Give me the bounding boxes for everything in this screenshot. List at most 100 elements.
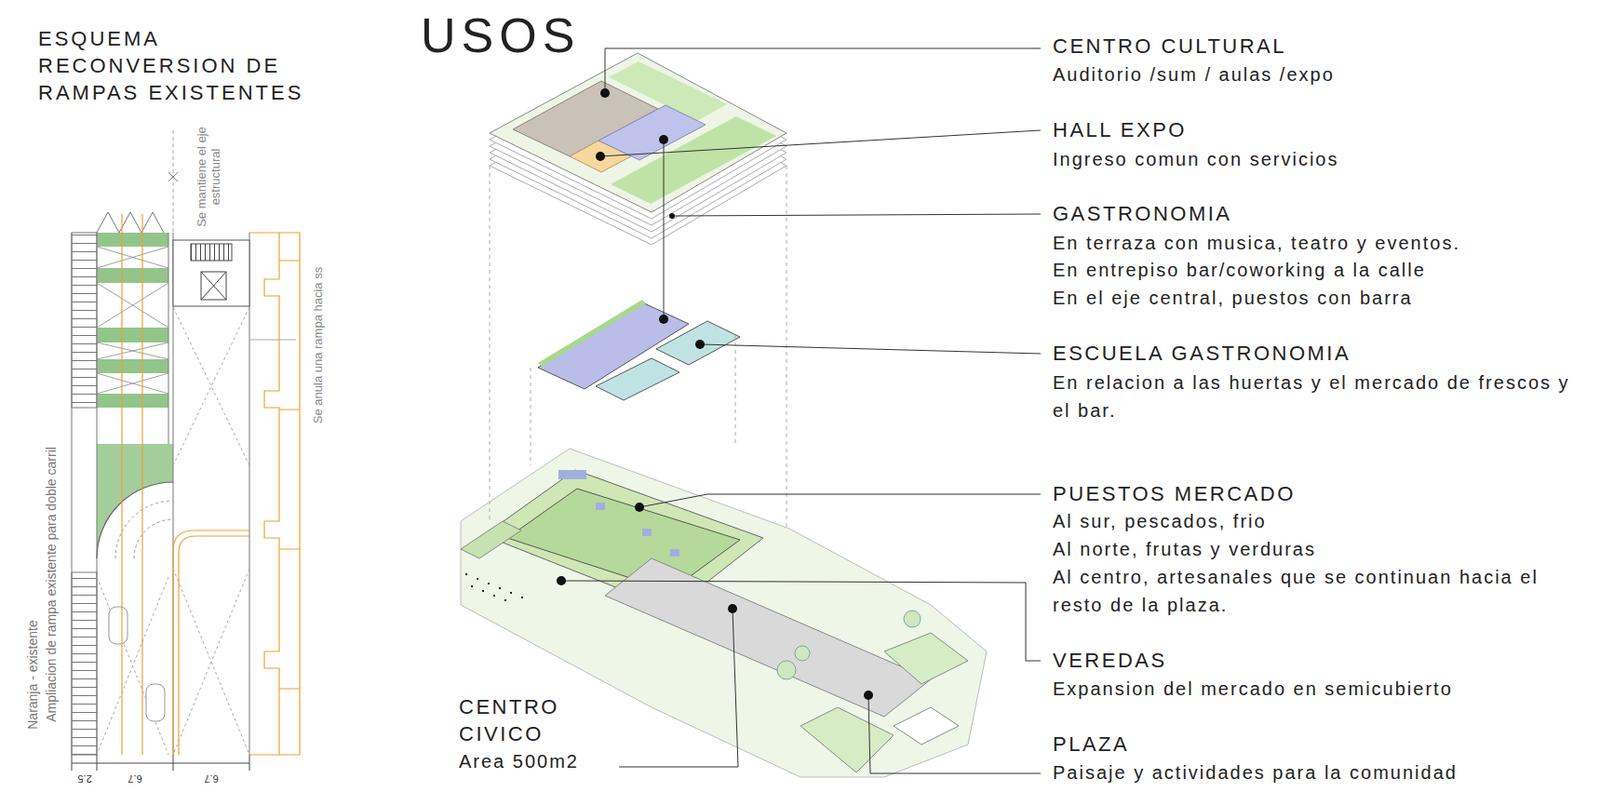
- use-heading: HALL EXPO: [1052, 118, 1187, 143]
- use-heading: VEREDAS: [1052, 648, 1168, 673]
- use-description: Al sur, pescados, frio: [1052, 507, 1267, 536]
- title: USOS: [420, 7, 580, 64]
- ramp-plan: [173, 240, 250, 307]
- dimension: 6.7: [127, 772, 142, 785]
- use-description: Paisaje y actividades para la comunidad: [1052, 758, 1458, 787]
- use-description: En entrepiso bar/coworking a la calle: [1052, 255, 1426, 284]
- ramp-plan: [96, 443, 174, 559]
- use-description: En terraza con musica, teatro y eventos.: [1052, 228, 1461, 257]
- plan-note: Ampliacion de rampa existente para doble…: [43, 446, 59, 723]
- leader-dot: [695, 339, 705, 350]
- plan-note: Se anula una rampa hacia ss: [310, 267, 325, 424]
- exploded-axonometric: [460, 521, 522, 559]
- leader-line: [639, 494, 1041, 508]
- existing-ramp-outline: [279, 232, 300, 755]
- ramp-plan: [96, 482, 174, 559]
- exploded-axonometric: [800, 707, 894, 773]
- ramp-plan: [96, 232, 169, 247]
- plan-heading: ESQUEMA RECONVERSION DE RAMPAS EXISTENTE…: [38, 25, 327, 107]
- exploded-axonometric: [558, 470, 587, 480]
- leader-line: [663, 139, 665, 320]
- ramp-plan: [96, 327, 169, 343]
- ramp-plan: [96, 393, 169, 408]
- exploded-axonometric: [903, 610, 921, 628]
- exploded-axonometric: [893, 707, 959, 745]
- exploded-axonometric: [598, 105, 706, 161]
- exploded-axonometric: [489, 59, 787, 219]
- ramp-plan: [190, 243, 232, 261]
- exploded-axonometric: [507, 488, 740, 592]
- ramp-plan: [71, 572, 97, 755]
- ramp-plan: [96, 268, 169, 283]
- exploded-axonometric: [595, 502, 606, 511]
- ramp-plan: [115, 500, 174, 559]
- use-description: Al norte, frutas y verduras: [1052, 535, 1317, 564]
- exploded-axonometric: [642, 528, 652, 537]
- exploded-axonometric: [537, 299, 646, 367]
- ramp-plan: [146, 684, 165, 722]
- existing-ramp-outline: [173, 530, 250, 755]
- exploded-axonometric: [656, 321, 740, 365]
- use-description: En relacion a las huertas y el mercado d…: [1052, 368, 1574, 425]
- use-heading: ESCUELA GASTRONOMIA: [1052, 341, 1351, 366]
- existing-ramp-outline: [121, 214, 300, 755]
- leader-line: [561, 580, 1041, 661]
- exploded-axonometric: [489, 165, 787, 531]
- ramp-plan: [108, 606, 128, 645]
- ramp-plan: [201, 271, 227, 300]
- ramp-plan: [173, 130, 175, 233]
- leader-dot: [556, 88, 874, 700]
- leader-dot: [669, 213, 675, 219]
- leader-dot: [600, 88, 610, 98]
- existing-ramp-outline: [249, 232, 280, 755]
- leader-line: [868, 695, 1041, 774]
- leader-dot: [634, 502, 645, 512]
- ramp-plan: [96, 359, 169, 374]
- area-value: Area 500m2: [458, 749, 579, 774]
- use-heading: PUESTOS MERCADO: [1052, 482, 1296, 507]
- exploded-axonometric: [670, 549, 680, 557]
- ramp-plan: [71, 130, 296, 755]
- area-heading: CENTRO CIVICO: [458, 693, 599, 748]
- leader-line: [561, 48, 1041, 774]
- ramp-plan: [249, 339, 296, 341]
- existing-ramp-outline: [178, 536, 250, 755]
- exploded-axonometric: [489, 53, 787, 213]
- ramp-plan: [201, 271, 227, 300]
- leader-line: [699, 344, 1041, 354]
- use-heading: GASTRONOMIA: [1052, 201, 1233, 227]
- use-description: Ingreso comun con servicios: [1052, 145, 1339, 174]
- ramp-plan: [96, 246, 169, 394]
- exploded-axonometric: [794, 645, 810, 661]
- ramp-plan: [96, 212, 164, 233]
- dimension-line: [71, 754, 250, 771]
- use-description: En el eje central, puestos con barra: [1052, 283, 1413, 312]
- dimension-line: [71, 754, 250, 771]
- exploded-axonometric: [595, 358, 680, 401]
- use-description: Auditorio /sum / aulas /expo: [1052, 60, 1335, 89]
- exploded-axonometric: [460, 53, 987, 778]
- leader-dot: [595, 151, 606, 162]
- leader-line: [600, 130, 1041, 157]
- leader-dot: [863, 690, 874, 700]
- exploded-axonometric: [777, 660, 796, 680]
- use-description: Al centro, artesanales que se continuan …: [1052, 563, 1547, 619]
- use-heading: CENTRO CULTURAL: [1052, 34, 1287, 59]
- plan-note: Naranja - existente: [25, 619, 41, 730]
- leader-dot: [556, 576, 566, 586]
- use-heading: PLAZA: [1052, 732, 1130, 757]
- exploded-axonometric: [465, 574, 524, 601]
- leader-dot: [658, 134, 669, 145]
- leader-line: [672, 214, 1041, 216]
- use-description: Expansion del mercado en semicubierto: [1052, 674, 1453, 703]
- dimension: 2.5: [77, 772, 92, 785]
- ramp-plan: [96, 307, 250, 755]
- existing-ramp-outline: [121, 214, 143, 755]
- leader-dot: [658, 314, 669, 324]
- leader-dot: [727, 604, 738, 614]
- plan-note: Se mantiene el eje estructural: [194, 123, 223, 231]
- ramp-plan: [168, 172, 178, 182]
- dimension: 6.7: [203, 772, 218, 785]
- leader-line: [618, 608, 739, 767]
